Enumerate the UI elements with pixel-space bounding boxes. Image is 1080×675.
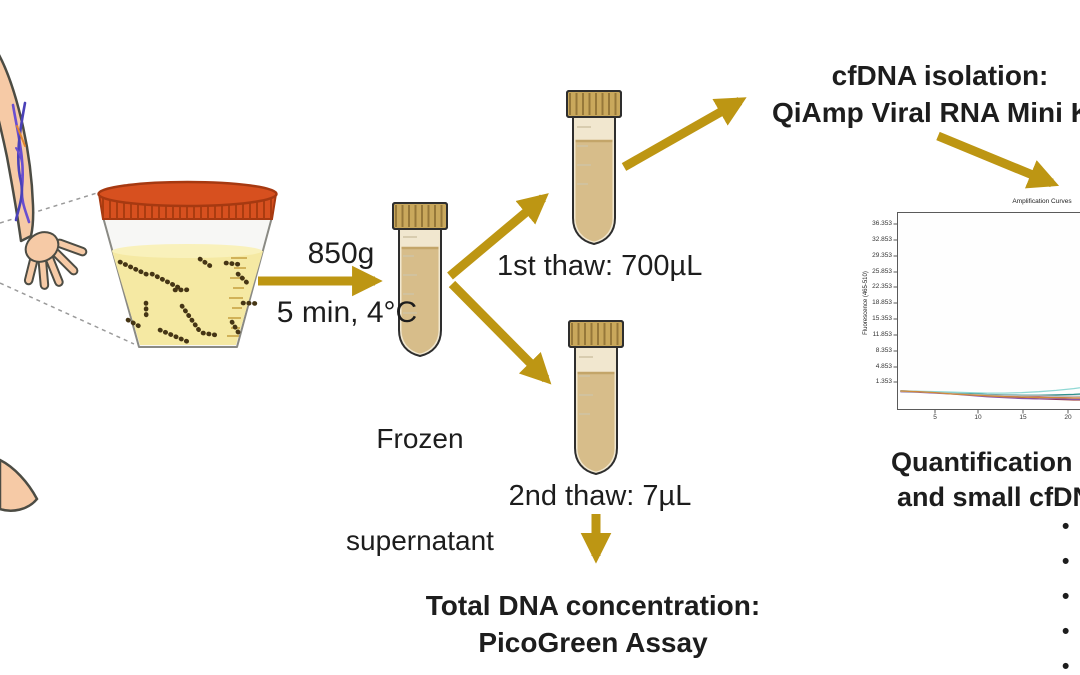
frozen-line2: supernatant — [346, 525, 494, 556]
y-tick: 22.353 — [872, 283, 892, 290]
bullet-dot: • — [1062, 655, 1070, 675]
isolation-line2: QiAmp Viral RNA Mini Kit — [771, 97, 1080, 128]
first-thaw-tube — [566, 90, 622, 246]
bullet-dot: • — [1062, 515, 1070, 538]
tube-cap — [566, 90, 622, 118]
arrow-to-isolation — [621, 97, 747, 171]
tube-cap — [392, 202, 448, 230]
centrifuge-force-label: 850g — [307, 237, 375, 270]
y-tick: 25.853 — [872, 268, 892, 275]
x-tick: 5 — [933, 414, 937, 421]
arrow-to-chart — [936, 131, 1060, 189]
arrow-to-first-thaw — [447, 193, 549, 280]
quantification-line2: and small cfDNA — [897, 482, 1080, 512]
x-tick: 15 — [1019, 414, 1027, 421]
second-thaw-label: 2nd thaw: 7µL — [508, 480, 692, 512]
bullet-dot: • — [1062, 585, 1070, 608]
x-tick: 10 — [974, 414, 982, 421]
curve-sample-orange — [900, 390, 1080, 399]
hand — [23, 231, 88, 290]
frozen-line1: Frozen — [376, 423, 464, 454]
amplification-chart-frame — [893, 212, 1080, 414]
y-tick: 8.353 — [875, 347, 892, 354]
y-tick: 4.853 — [875, 363, 892, 370]
frozen-supernatant-tube — [392, 202, 448, 358]
patient-arm — [0, 54, 88, 290]
y-tick: 18.853 — [872, 299, 892, 306]
y-tick: 1.353 — [875, 378, 892, 385]
y-tick: 29.353 — [872, 252, 892, 259]
cup-lid — [97, 180, 278, 220]
arrow-to-second-thaw — [448, 280, 552, 385]
bullet-dot: • — [1062, 550, 1070, 573]
bullet-dot: • — [1062, 620, 1070, 643]
urine-specimen-cup — [97, 180, 278, 348]
y-tick: 11.853 — [872, 331, 892, 338]
quantification-line1: Quantification of total — [891, 447, 1080, 477]
centrifuge-conditions-label: 5 min, 4°C — [276, 296, 418, 329]
urine-liquid — [112, 251, 263, 345]
tube-cap — [568, 320, 624, 348]
second-thaw-tube — [568, 320, 624, 476]
total-dna-line1: Total DNA concentration: — [425, 590, 761, 621]
total-dna-line2: PicoGreen Assay — [478, 627, 708, 658]
isolation-line1: cfDNA isolation: — [831, 60, 1049, 91]
arm-veins — [11, 101, 31, 224]
curve-sample-cyan — [900, 387, 1080, 394]
frozen-supernatant-label: Frozen supernatant — [330, 354, 510, 592]
x-tick: 20 — [1064, 414, 1072, 421]
first-thaw-label: 1st thaw: 700µL — [497, 250, 703, 282]
flow-arrows — [258, 97, 1060, 564]
dna-fragments — [117, 256, 262, 345]
cfdna-isolation-heading: cfDNA isolation: QiAmp Viral RNA Mini Ki… — [758, 57, 1080, 131]
y-tick: 15.353 — [872, 315, 892, 322]
y-tick: 32.853 — [872, 236, 892, 243]
quantification-bullet-list: • • • • • — [1062, 515, 1069, 675]
patient-leg — [0, 458, 39, 512]
total-dna-heading: Total DNA concentration: PicoGreen Assay — [405, 587, 781, 661]
y-tick: 36.353 — [872, 220, 892, 227]
chart-title: Amplification Curves — [1012, 198, 1072, 205]
amplification-curves — [900, 387, 1080, 401]
